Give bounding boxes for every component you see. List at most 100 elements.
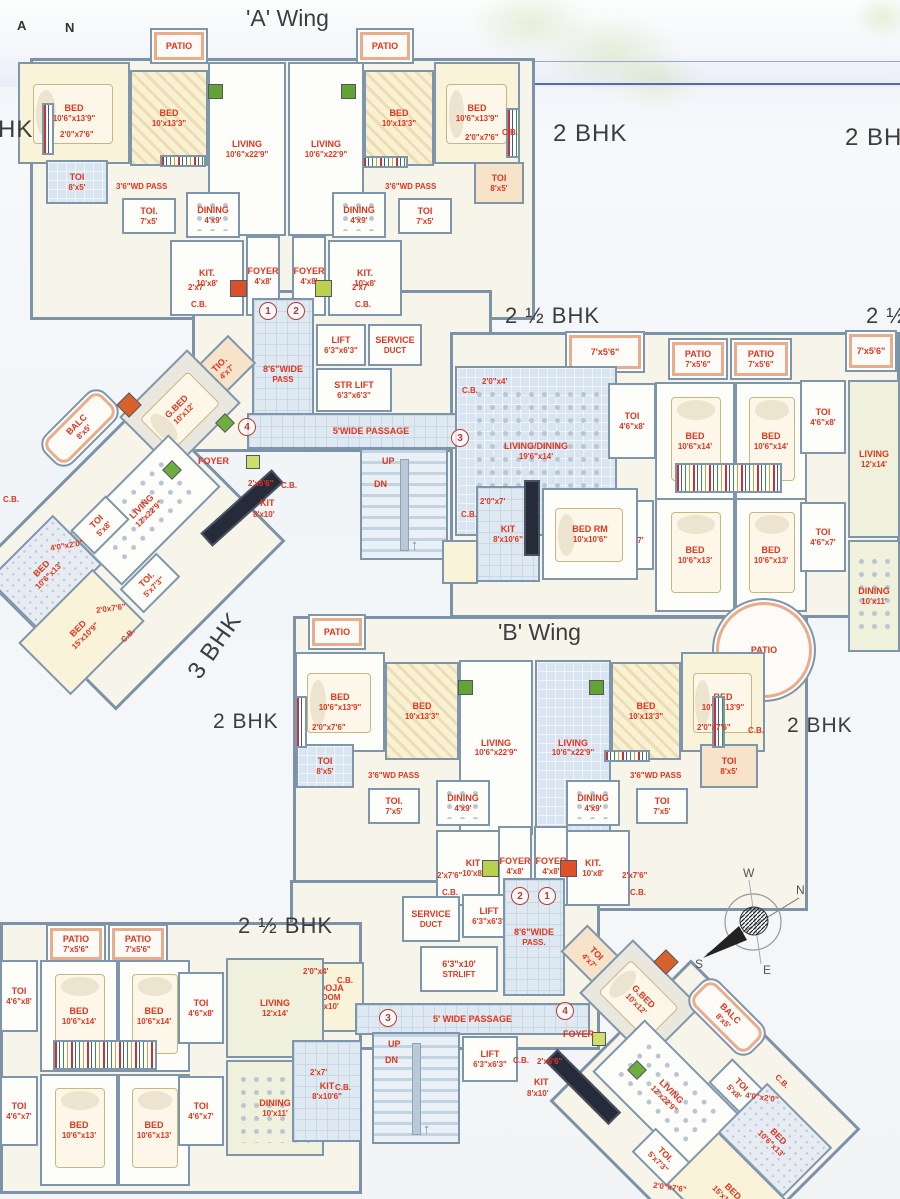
room-dims: 10'6"x22'9" (474, 748, 518, 758)
room-dims: 4'x9' (350, 215, 368, 225)
room-name: PATIO (750, 644, 778, 655)
plan-label: C.B. (337, 976, 353, 985)
wing-b-title: 'B' Wing (498, 619, 581, 645)
page-rule-line (532, 83, 900, 85)
room-dims: 12'x14' (860, 459, 888, 469)
plan-label: 3'6"WD PASS (385, 182, 437, 191)
room-patio: PATIO (356, 28, 414, 64)
room-name: BED (69, 1120, 89, 1131)
room-name: TOI (624, 411, 640, 422)
room-name: TOI. (385, 796, 403, 807)
room-dims: STRLIFT (442, 969, 476, 979)
room-dims: 4'6"x7' (188, 1111, 214, 1121)
room-name: BED (636, 701, 656, 712)
plan-label: FOYER (563, 1029, 595, 1039)
plan-label: 2'x7' (352, 283, 370, 292)
room-name: TOI (11, 986, 27, 997)
room-name: LIVING (231, 139, 262, 150)
page-rule-line (520, 61, 900, 62)
room-kit: KIT.10'x8' (328, 240, 402, 316)
wardrobe (53, 1040, 157, 1070)
wardrobe (604, 750, 650, 762)
room-dims: 7'x5'6" (63, 944, 89, 954)
leaf-decoration (853, 0, 900, 40)
room-dims: 6'3"x6'3" (472, 916, 506, 926)
chairs-icon (193, 199, 233, 231)
room-dims: 4'6"x8' (188, 1008, 214, 1018)
room-name: LIVING (557, 737, 588, 748)
bath (442, 540, 478, 584)
room-name: KIT (319, 1081, 335, 1092)
room-dims: 7'x5' (140, 216, 158, 226)
room-dims: 19'6"x14' (518, 451, 554, 461)
room-name: LIFT (480, 1049, 500, 1060)
compass-s: S (695, 957, 703, 971)
room-name: TOI (491, 173, 507, 184)
room-name: TOI (193, 1101, 209, 1112)
wardrobe-dark (524, 480, 540, 556)
plan-label: C.B. (281, 481, 297, 490)
room-dims: 10'x8' (582, 868, 604, 878)
room-dims: 4'6"x7' (6, 1111, 32, 1121)
room-name: BED (159, 108, 179, 119)
unit-type-label: 2 BHK (553, 120, 628, 147)
wardrobe (506, 108, 520, 158)
position-number-badge: 2 (287, 302, 305, 320)
room-name: LIVING/DINING (503, 441, 568, 452)
unit-type-label: 2 BHK (787, 714, 853, 737)
room-dims: 10'x11' (262, 1108, 288, 1118)
plan-label: C.B. (502, 128, 518, 137)
room-dims: 10'x13'3" (381, 118, 417, 128)
unit-type-label: HK (0, 116, 34, 143)
meter-box-icon (315, 280, 332, 297)
room-name: BED (685, 431, 705, 442)
plan-label: 2'x7' (188, 283, 206, 292)
compass-rose: W N S E (695, 866, 805, 977)
room-name: TOI. (140, 206, 158, 217)
room-dims: 7'x5' (385, 806, 403, 816)
plan-label: 8'x10' (253, 510, 275, 519)
room-name: 8'6"WIDE (514, 927, 554, 938)
room-name: BED (389, 108, 409, 119)
room-name: LIVING (858, 449, 889, 460)
position-number-badge: 4 (556, 1002, 574, 1020)
room-name: STR LIFT (334, 380, 374, 391)
position-number-badge: 3 (379, 1009, 397, 1027)
room-name: TOI (193, 998, 209, 1009)
leaf-decoration (540, 14, 680, 94)
room-dims: 6'3"x6'3" (324, 345, 358, 355)
room-dims: 10'6"x13' (136, 1130, 172, 1140)
plant-icon (458, 680, 473, 695)
room-name: KIT (500, 524, 516, 535)
room-dims: 10'x10'6" (572, 534, 608, 544)
room-dims: 8'x10'6" (493, 534, 523, 544)
plan-label: 2'0"x7'6" (697, 723, 731, 732)
room-name: FOYER (535, 856, 567, 867)
wardrobe (712, 696, 725, 748)
room-name: TOI (815, 527, 831, 538)
room-name: LIFT (479, 906, 499, 917)
room-dims: 10'6"x13' (677, 555, 713, 565)
compass-hub (739, 906, 769, 936)
room-patio: PATIO (150, 28, 208, 64)
room-dims: 7'x5'6" (685, 359, 711, 369)
plan-label: 3'6"WD PASS (630, 771, 682, 780)
room-dims: 6'3"x6'3" (337, 390, 371, 400)
bed-icon (307, 673, 372, 733)
plan-label: 2'0"x7'6" (60, 130, 94, 139)
unit-type-label: 2 ½ BHK (505, 303, 601, 328)
